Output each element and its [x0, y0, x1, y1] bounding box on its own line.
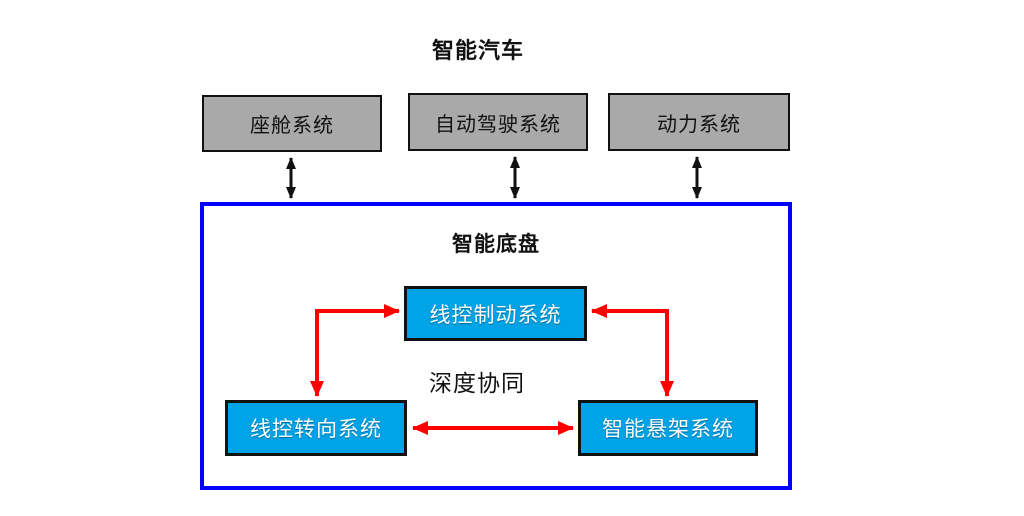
chassis-title: 智能底盘 — [452, 233, 540, 256]
subsystem-box-brake-by-wire: 线控制动系统 — [404, 286, 587, 341]
collaboration-label: 深度协同 — [429, 370, 525, 396]
subsystem-box-smart-suspension-label: 智能悬架系统 — [602, 418, 734, 441]
system-box-autonomous-driving: 自动驾驶系统 — [408, 93, 588, 151]
subsystem-box-steer-by-wire-label: 线控转向系统 — [250, 418, 382, 441]
system-box-cabin: 座舱系统 — [202, 95, 382, 152]
subsystem-box-brake-by-wire-label: 线控制动系统 — [429, 303, 562, 327]
system-box-powertrain: 动力系统 — [608, 93, 790, 151]
subsystem-box-steer-by-wire: 线控转向系统 — [225, 400, 407, 456]
system-box-autonomous-driving-label: 自动驾驶系统 — [435, 113, 561, 136]
system-box-powertrain-label: 动力系统 — [657, 113, 741, 136]
system-box-cabin-label: 座舱系统 — [250, 115, 334, 137]
subsystem-box-smart-suspension: 智能悬架系统 — [578, 400, 758, 456]
diagram-title: 智能汽车 — [431, 38, 524, 63]
